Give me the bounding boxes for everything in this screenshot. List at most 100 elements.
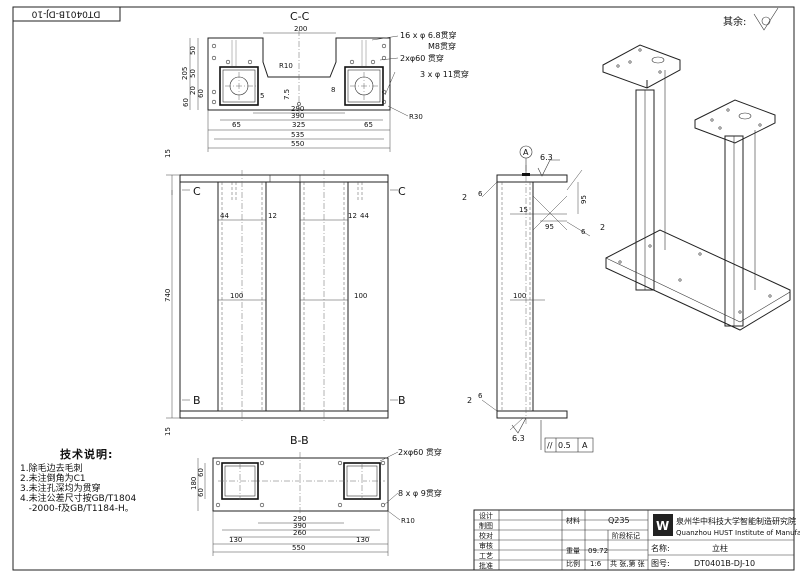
dim-130-bb-left: 130 xyxy=(229,536,242,544)
base-plate-side xyxy=(496,410,568,419)
dim-r10: R10 xyxy=(279,62,293,70)
note-line-5: -2000-f及GB/T1184-H。 xyxy=(20,504,134,514)
section-mark-c-left: C xyxy=(193,185,201,198)
section-b-b-title: B-B xyxy=(290,434,309,447)
dim-260-bb: 260 xyxy=(293,529,306,537)
note-line-1: 1.除毛边去毛刺 xyxy=(20,464,83,474)
dim-390-bb: 390 xyxy=(293,522,306,530)
weld-6-bottom: 6 xyxy=(478,392,483,400)
section-c-c-title: C-C xyxy=(290,10,310,23)
dim-180: 180 xyxy=(190,477,198,490)
institute-logo: W xyxy=(653,514,673,536)
base-plate-front xyxy=(179,410,389,419)
dim-95-vertical: 95 xyxy=(580,195,588,204)
weld-6-left: 6 xyxy=(478,190,483,198)
dim-50b: 50 xyxy=(189,69,197,78)
parallelism-tolerance-frame: // 0.5 A xyxy=(540,420,594,453)
company-name-cn: 泉州华中科技大学智能制造研究院 xyxy=(676,516,796,526)
note-line-4: 4.未注公差尺寸按GB/T1804 xyxy=(20,494,137,504)
weld-6-right: 6 xyxy=(581,228,586,236)
dim-100-left: 100 xyxy=(230,292,243,300)
other-roughness-symbol: 其余: xyxy=(723,7,779,31)
rotated-drawing-number-box: DT0401B-DJ-10 xyxy=(12,6,121,22)
iso-holes xyxy=(616,48,772,314)
isometric-view xyxy=(602,44,791,331)
iso-base-plate xyxy=(605,229,791,331)
svg-text:W: W xyxy=(656,519,669,533)
weld-2-bottom: 2 xyxy=(467,396,472,405)
plate-outline-c-c xyxy=(207,37,391,111)
weight-value: 09.72 xyxy=(588,547,608,555)
column-side xyxy=(496,181,534,412)
scale-value: 1:6 xyxy=(590,560,602,568)
company-name-en: Quanzhou HUST Institute of Manufacturing xyxy=(676,529,800,537)
section-c-c-view: C-C xyxy=(181,10,469,152)
dim-390: 390 xyxy=(291,112,304,120)
technical-notes: 技术说明: 1.除毛边去毛刺 2.未注倒角为C1 3.未注孔深均为贯穿 4.未注… xyxy=(20,449,220,514)
top-plate-front xyxy=(179,174,389,183)
dim-60-bb-b: 60 xyxy=(197,488,205,497)
row-label-check: 校对 xyxy=(479,531,493,540)
dim-r10-bb: R10 xyxy=(401,517,415,525)
bolt-holes-b-b xyxy=(215,460,386,508)
dim-44-left: 44 xyxy=(220,212,229,220)
surface-finish-top: 6.3 xyxy=(540,153,553,162)
row-label-review: 审核 xyxy=(479,541,493,550)
dim-290-bb: 290 xyxy=(293,515,306,523)
iso-top-plate-b xyxy=(694,99,776,144)
dim-r30: R30 xyxy=(409,113,423,121)
iso-top-plate-a xyxy=(602,44,681,89)
part-name-value: 立柱 xyxy=(712,543,728,553)
stage-label: 阶段标记 xyxy=(612,531,640,540)
dim-740: 740 xyxy=(164,289,172,302)
callout-m8: M8贯穿 xyxy=(428,41,456,51)
callout-2-phi60-bb: 2xφ60 贯穿 xyxy=(398,447,442,457)
tolerance-symbol: // xyxy=(547,441,553,450)
tolerance-value: 0.5 xyxy=(558,441,571,450)
dim-290: 290 xyxy=(291,105,304,113)
scale-label: 比例 xyxy=(566,559,580,568)
dim-50a: 50 xyxy=(189,46,197,55)
dim-205: 205 xyxy=(181,67,189,80)
note-line-2: 2.未注倒角为C1 xyxy=(20,474,86,484)
dim-44-right: 44 xyxy=(360,212,369,220)
dim-15-top: 15 xyxy=(164,149,172,158)
row-label-drawing: 制图 xyxy=(479,521,493,530)
dim-550-bb: 550 xyxy=(292,544,305,552)
part-name-label: 名称: xyxy=(651,543,670,553)
dim-100-right: 100 xyxy=(354,292,367,300)
row-label-approve: 批准 xyxy=(479,561,493,570)
callout-16-holes: 16 x φ 6.8贯穿 xyxy=(400,30,457,40)
sheet-border xyxy=(12,6,795,571)
other-roughness-label: 其余: xyxy=(723,15,746,28)
row-label-design: 设计 xyxy=(479,511,493,520)
material-label: 材料 xyxy=(566,516,580,525)
dim-65a: 65 xyxy=(232,121,241,129)
sheet-count: 共 张,第 张 xyxy=(610,559,645,568)
datum-a-label: A xyxy=(523,148,529,157)
dim-130-bb-right: 130 xyxy=(356,536,369,544)
section-b-b-view: B-B 180 xyxy=(190,434,442,556)
dim-200: 200 xyxy=(294,25,307,33)
note-line-3: 3.未注孔深均为贯穿 xyxy=(20,484,101,494)
dim-100-side: 100 xyxy=(513,292,526,300)
dim-95-horizontal: 95 xyxy=(545,223,554,231)
dim-8: 8 xyxy=(331,86,335,94)
dim-60-bb-a: 60 xyxy=(197,468,205,477)
dim-12-right: 12 xyxy=(348,212,357,220)
weld-2-right: 2 xyxy=(600,223,605,232)
tube-right-c-c xyxy=(344,66,384,106)
dim-325: 325 xyxy=(292,121,305,129)
callout-3-phi11: 3 x φ 11贯穿 xyxy=(420,69,469,79)
side-view: A 6.3 2 6 6 2 2 6 15 95 95 100 xyxy=(462,145,605,453)
weld-2-left: 2 xyxy=(462,193,467,202)
dim-15-bottom: 15 xyxy=(164,427,172,436)
dim-15-side: 15 xyxy=(519,206,528,214)
dim-7-5: 7.5 xyxy=(283,89,291,100)
callout-8-phi9: 8 x φ 9贯穿 xyxy=(398,488,442,498)
drawing-no-value: DT0401B-DJ-10 xyxy=(694,559,755,568)
drawing-no-label: 图号: xyxy=(651,559,670,568)
dim-60b: 60 xyxy=(197,89,205,98)
base-plate-b-b xyxy=(212,457,389,512)
